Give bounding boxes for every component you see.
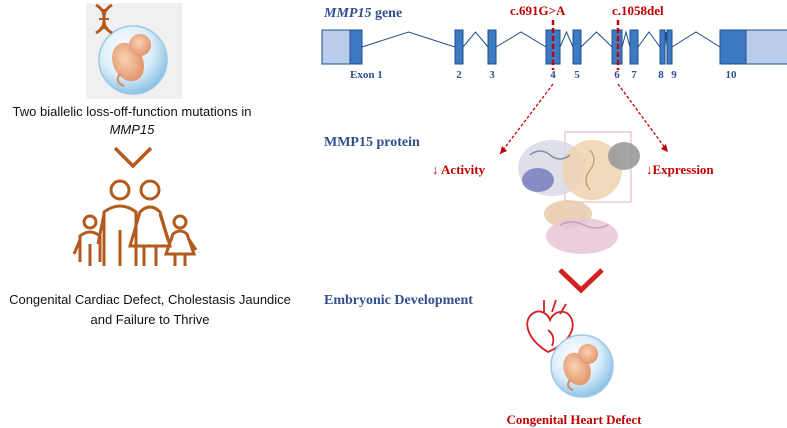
red-chevron-icon — [558, 268, 604, 294]
arrow-to-activity — [499, 83, 554, 155]
phenotype-line2: and Failure to Thrive — [91, 312, 210, 327]
arrow-to-expression — [617, 83, 669, 153]
intron-line — [580, 31, 613, 48]
protein-title: MMP15 protein — [324, 135, 420, 150]
outcome-label: Congenital Heart Defect — [506, 412, 642, 427]
exon-5 — [572, 29, 582, 65]
mutation-caption-gene: MMP15 — [110, 122, 156, 137]
exon-label-2: 2 — [456, 69, 462, 81]
mutation-caption-line1: Two biallelic loss-off-function mutation… — [13, 104, 252, 119]
exon-7 — [629, 29, 639, 65]
exon-label-9: 9 — [671, 69, 677, 81]
left-embryo-icon — [86, 3, 182, 99]
exon-8 — [659, 29, 666, 65]
intron-line — [621, 30, 631, 48]
development-title: Embryonic Development — [324, 293, 473, 308]
phenotype-line1: Congenital Cardiac Defect, Cholestasis J… — [9, 292, 291, 307]
exon-label-10: 10 — [726, 69, 738, 81]
exon-label-6: 6 — [614, 69, 620, 81]
left-chevron-icon — [113, 146, 153, 169]
exon-label-5: 5 — [574, 69, 580, 81]
exon-label-3: 3 — [489, 69, 495, 81]
intron-line — [559, 30, 574, 48]
heart-icon — [526, 299, 574, 354]
protein-structure-image — [518, 131, 640, 254]
mutation-label-c1058: c.1058del — [612, 3, 664, 18]
gene-title-suffix: gene — [371, 6, 402, 21]
gene-title: MMP15 gene — [323, 6, 402, 21]
intron-line — [462, 31, 489, 48]
expression-label: ↓Expression — [646, 162, 714, 177]
exon-label-8: 8 — [658, 69, 664, 81]
exon-label-7: 7 — [631, 69, 637, 81]
bottom-embryo-icon — [550, 334, 614, 398]
family-icon — [72, 179, 198, 266]
activity-label: ↓ Activity — [432, 162, 486, 177]
exon-9 — [666, 29, 673, 65]
intron-line — [361, 31, 456, 48]
exon-1-utr — [349, 29, 363, 65]
mutation-label-c691: c.691G>A — [510, 3, 566, 18]
exon-label-4: 4 — [550, 69, 556, 81]
exon-2 — [454, 29, 464, 65]
gene-title-name: MMP15 — [323, 6, 371, 21]
dna-icon — [95, 3, 113, 35]
exon-10-utr — [745, 29, 787, 65]
exon-3 — [487, 29, 497, 65]
intron-line — [637, 31, 661, 48]
intron-line — [671, 31, 721, 48]
intron-line — [495, 31, 547, 48]
exon-label-1: Exon 1 — [350, 69, 383, 81]
